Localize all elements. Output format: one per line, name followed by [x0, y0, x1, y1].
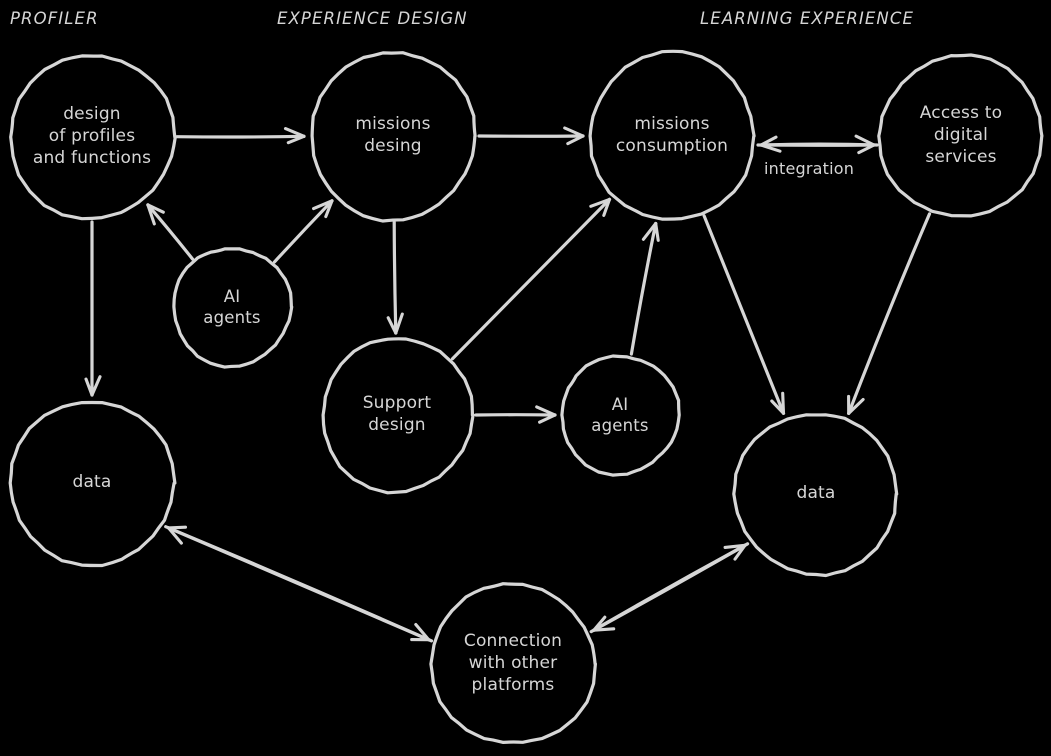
edge-e-connection-to-dataright: [589, 543, 747, 634]
edge-e-aiagentsleft-to-profiles: [146, 203, 195, 261]
edge-e-support-to-aiagentsright: [474, 405, 557, 424]
edge-label-integration-label: integration: [764, 159, 855, 178]
edge-e-consumption-to-access: [756, 134, 876, 155]
edge-e-missionsdesing-to-consumption: [477, 126, 585, 146]
section-title-experience-design: EXPERIENCE DESIGN: [277, 9, 468, 28]
node-ai-agents-left[interactable]: [172, 247, 294, 369]
edge-e-profiles-to-missionsdesing: [175, 127, 306, 145]
edge-e-consumption-to-dataright: [702, 214, 786, 415]
edge-e-missionsdesing-to-support: [386, 220, 404, 335]
edge-e-aiagentsright-to-consumption: [629, 221, 660, 356]
edge-e-aiagentsleft-to-missionsdesing: [272, 199, 334, 264]
section-title-profiler: PROFILER: [10, 9, 99, 28]
section-title-learning-experience: LEARNING EXPERIENCE: [700, 9, 915, 28]
node-missions-consumption[interactable]: [588, 49, 756, 221]
node-missions-desing[interactable]: [310, 51, 477, 223]
edge-e-dataleft-to-connection: [164, 525, 431, 642]
edge-e-support-to-consumption: [450, 197, 612, 361]
edge-e-profiles-to-dataleft: [84, 220, 102, 397]
node-data-left[interactable]: [8, 400, 177, 568]
edge-e-access-to-dataright: [847, 212, 932, 415]
node-connection-other-platforms[interactable]: [429, 582, 597, 744]
node-access-to-digital-services[interactable]: [877, 53, 1044, 218]
node-support-design[interactable]: [321, 337, 475, 495]
node-data-right[interactable]: [732, 413, 899, 578]
node-ai-agents-right[interactable]: [560, 354, 681, 477]
node-design-of-profiles[interactable]: [9, 54, 177, 221]
